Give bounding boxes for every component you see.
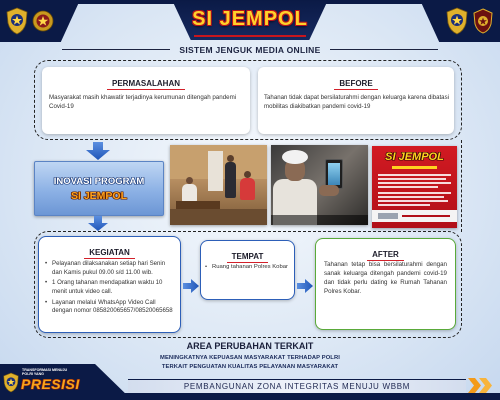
before-text: Tahanan tidak dapat bersilaturahmi denga…	[264, 94, 449, 110]
poster-title: SI JEMPOL	[385, 151, 444, 163]
change-area-title: AREA PERUBAHAN TERKAIT	[186, 341, 314, 351]
activity-section-frame	[34, 231, 462, 338]
police-emblem-icon	[6, 7, 28, 35]
presisi-tagline: TRANSFORMASI MENUJU POLRI YANG	[22, 368, 68, 377]
subtitle-rule-right	[330, 49, 438, 50]
double-chevron-right-icon	[468, 378, 492, 393]
photo-video-call	[271, 145, 368, 225]
photo-floor	[170, 209, 267, 225]
poster-subtitle-bar	[392, 166, 437, 169]
after-card: AFTER Tahanan tetap bisa bersilaturahmi …	[315, 238, 456, 330]
subtitle: SISTEM JENGUK MEDIA ONLINE	[179, 45, 321, 55]
title-banner	[172, 0, 328, 40]
change-area-line: TERKAIT PENGUATAN KUALITAS PELAYANAN MAS…	[161, 364, 339, 370]
arrow-down-icon	[88, 216, 108, 231]
footer-band	[0, 393, 500, 400]
before-title: BEFORE	[334, 80, 378, 90]
place-title: TEMPAT	[226, 253, 269, 263]
title-banner-rule	[194, 35, 306, 37]
main-title: SI JEMPOL	[192, 8, 308, 30]
police-emblem-icon	[32, 10, 54, 32]
innovation-program-name: SI JEMPOL	[70, 190, 127, 202]
activities-title-wrap: KEGIATAN	[39, 243, 180, 259]
poster-text-line	[378, 192, 451, 194]
photo-officer-head	[227, 155, 234, 162]
after-title: AFTER	[367, 251, 404, 261]
list-item: 1 Orang tahanan mendapatkan waktu 10 men…	[44, 279, 176, 296]
photo-visitor-head	[244, 171, 251, 178]
poster-text-line	[378, 200, 448, 202]
photo-man-cap	[282, 150, 308, 164]
activities-title: KEGIATAN	[84, 249, 135, 259]
photo-visitor-head	[186, 177, 193, 184]
subtitle-rule-left	[62, 49, 170, 50]
innovation-label: INOVASI PROGRAM	[53, 176, 145, 187]
problem-text: Masyarakat masih khawatir terjadinya ker…	[49, 94, 237, 110]
photo-man-face	[285, 159, 305, 181]
poster-footer-band	[372, 210, 457, 222]
photo-phone-screen	[328, 163, 340, 185]
photo-visitor	[182, 184, 197, 202]
poster-text-line	[378, 196, 444, 198]
photo-hand	[319, 185, 339, 196]
poster-footer-line	[402, 215, 450, 217]
police-emblem-icon	[473, 8, 493, 34]
place-card: TEMPAT Ruang tahanan Polres Kobar	[200, 240, 295, 300]
poster-footer-image	[378, 213, 398, 219]
arrow-right-icon	[183, 279, 199, 293]
activities-list: Pelayanan dilaksanakan setiap hari Senin…	[44, 260, 176, 318]
poster-text-line	[378, 204, 430, 206]
place-title-wrap: TEMPAT	[201, 247, 294, 263]
list-item: Ruang tahanan Polres Kobar	[204, 263, 292, 272]
photo-caption-strip	[271, 215, 368, 225]
photo-program-poster: SI JEMPOL	[372, 146, 457, 228]
list-item: Layanan melalui WhatsApp Video Call deng…	[44, 299, 176, 316]
photo-table	[176, 201, 220, 209]
problem-section-frame	[34, 60, 462, 140]
photo-visitor	[240, 178, 255, 200]
poster-text-line	[378, 186, 438, 188]
innovation-box: INOVASI PROGRAM SI JEMPOL	[34, 161, 164, 216]
poster-text-line	[378, 174, 451, 176]
police-emblem-icon	[446, 7, 468, 35]
before-card: BEFORE Tahanan tidak dapat bersilaturahm…	[258, 67, 454, 134]
after-title-wrap: AFTER	[316, 245, 455, 261]
change-area-line: MENINGKATNYA KEPUASAN MASYARAKAT TERHADA…	[160, 355, 340, 361]
photo-visiting-room	[170, 145, 267, 225]
activities-card: KEGIATAN Pelayanan dilaksanakan setiap h…	[38, 236, 181, 333]
arrow-right-icon	[297, 279, 313, 293]
place-list: Ruang tahanan Polres Kobar	[204, 263, 292, 273]
photo-officer	[225, 162, 236, 198]
after-text: Tahanan tetap bisa bersilaturahmi dengan…	[324, 261, 447, 295]
footer-motto: PEMBANGUNAN ZONA INTEGRITAS MENUJU WBBM	[128, 379, 466, 393]
presisi-logo-word: PRESISI	[21, 376, 80, 392]
frame-connector-right	[460, 140, 462, 232]
list-item: Pelayanan dilaksanakan setiap hari Senin…	[44, 260, 176, 277]
photo-door	[208, 151, 223, 191]
before-title-wrap: BEFORE	[258, 74, 454, 90]
arrow-down-icon	[86, 142, 110, 160]
police-emblem-icon	[3, 372, 19, 393]
poster-text-line	[378, 178, 446, 180]
photo-phone	[325, 159, 343, 189]
problem-card: PERMASALAHAN Masyarakat masih khawatir t…	[42, 67, 250, 134]
problem-title: PERMASALAHAN	[107, 80, 185, 90]
problem-title-wrap: PERMASALAHAN	[42, 74, 250, 90]
poster-text-line	[378, 182, 451, 184]
